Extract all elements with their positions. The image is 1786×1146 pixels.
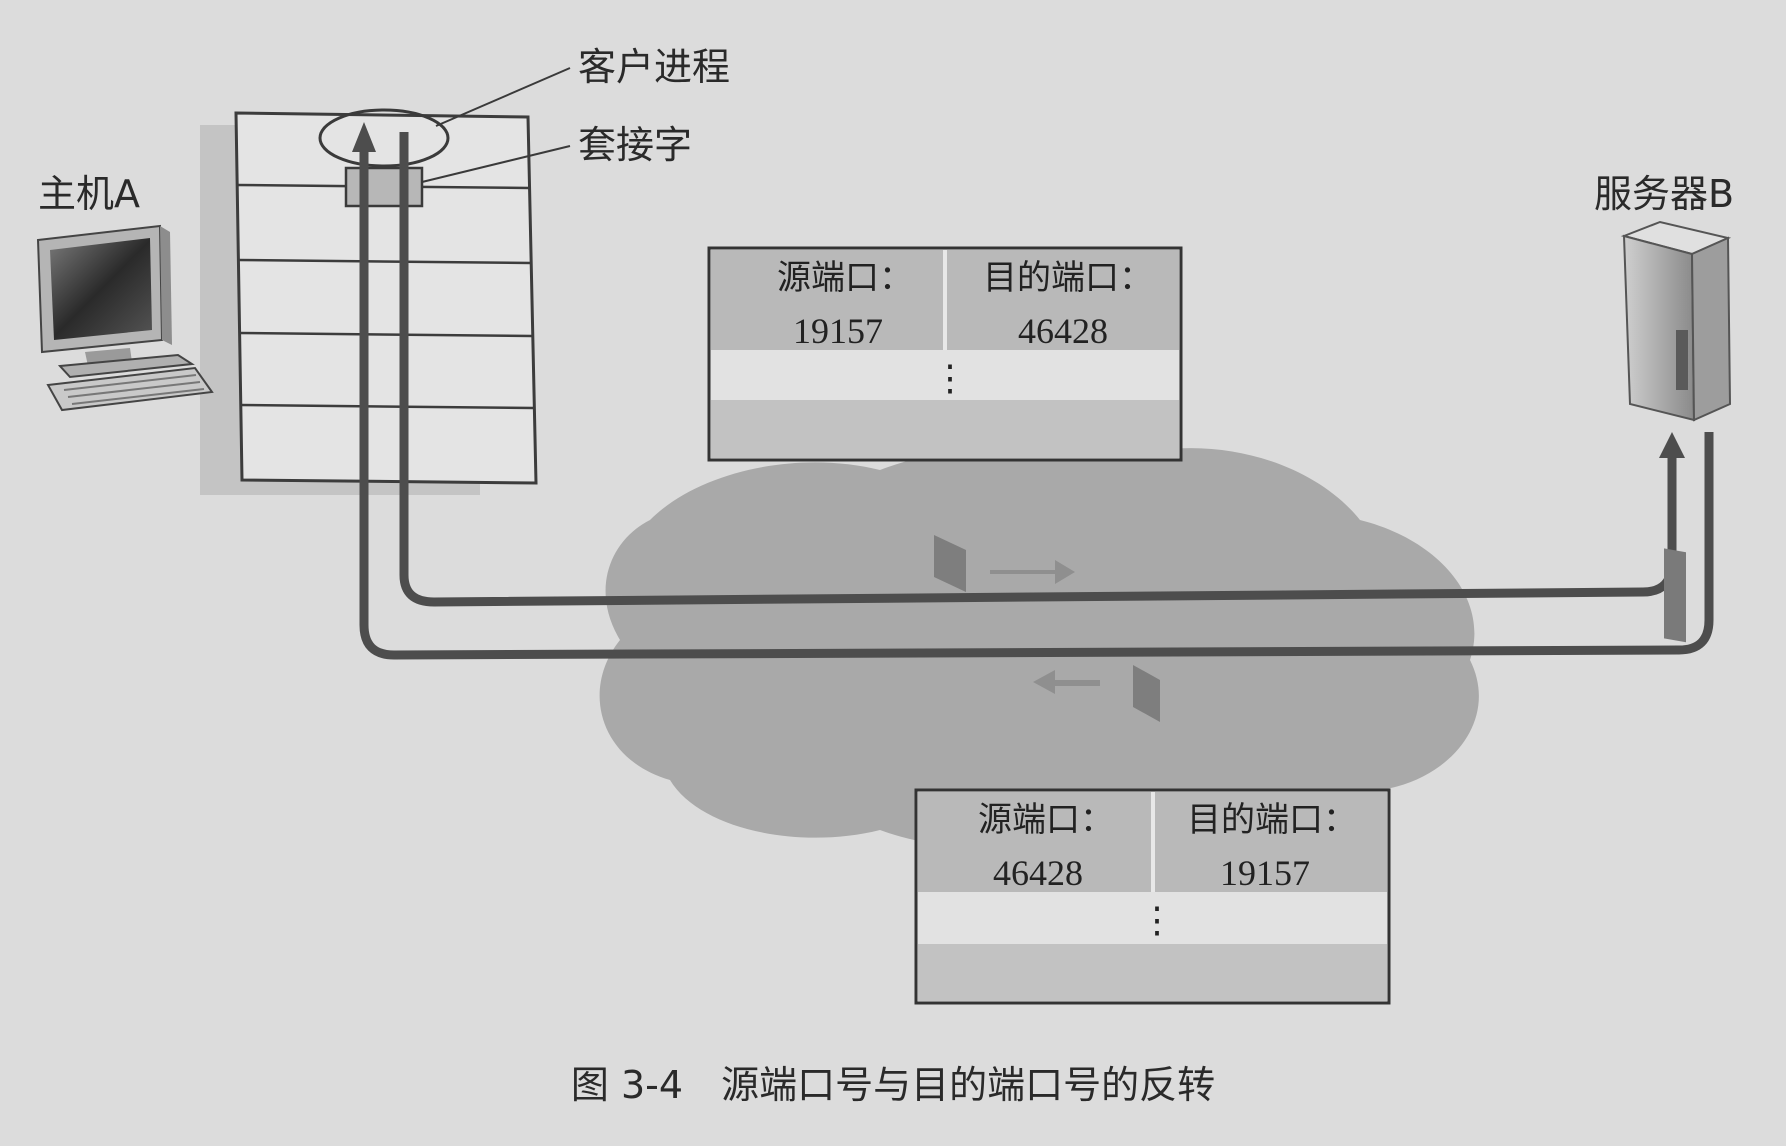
segment-bottom-src-value: 46428 <box>993 853 1083 893</box>
packet-marker-bottom <box>1133 665 1160 722</box>
segment-bottom-ellipsis: ⋮ <box>1139 900 1175 940</box>
segment-bottom: 源端口： 46428 目的端口： 19157 ⋮ <box>914 788 1391 1005</box>
arrow-head-server <box>1659 432 1685 458</box>
segment-top-ellipsis: ⋮ <box>932 358 968 398</box>
desktop-computer-icon <box>36 224 214 412</box>
arrow-right-icon <box>990 560 1075 584</box>
arrow-head-client <box>352 122 376 152</box>
segment-top-dst-value: 46428 <box>1018 311 1108 351</box>
host-label: 主机A <box>38 172 140 216</box>
client-process-ellipse <box>318 108 450 168</box>
segment-top-src-value: 19157 <box>793 311 883 351</box>
protocol-stack <box>234 111 538 485</box>
client-process-label: 客户进程 <box>578 45 730 89</box>
segment-top-src-header: 源端口： <box>777 258 913 298</box>
segment-bottom-dst-value: 19157 <box>1220 853 1310 893</box>
socket-box <box>344 166 424 208</box>
socket-leader <box>421 145 571 183</box>
segment-bottom-src-header: 源端口： <box>978 800 1114 840</box>
figure-caption: 图 3-4 源端口号与目的端口号的反转 <box>571 1063 1215 1107</box>
client-process-leader <box>435 67 571 127</box>
packet-marker-top <box>934 535 966 592</box>
flow-line-outer <box>359 152 1714 660</box>
arrow-left-icon <box>1033 670 1100 694</box>
segment-top: 源端口： 19157 目的端口： 46428 ⋮ <box>707 246 1183 462</box>
socket-label: 套接字 <box>578 123 692 167</box>
segment-bottom-dst-header: 目的端口： <box>1187 800 1357 840</box>
network-cloud <box>599 439 1479 849</box>
segment-top-dst-header: 目的端口： <box>983 258 1153 298</box>
server-tower-icon <box>1620 220 1732 643</box>
server-label: 服务器B <box>1594 172 1734 216</box>
